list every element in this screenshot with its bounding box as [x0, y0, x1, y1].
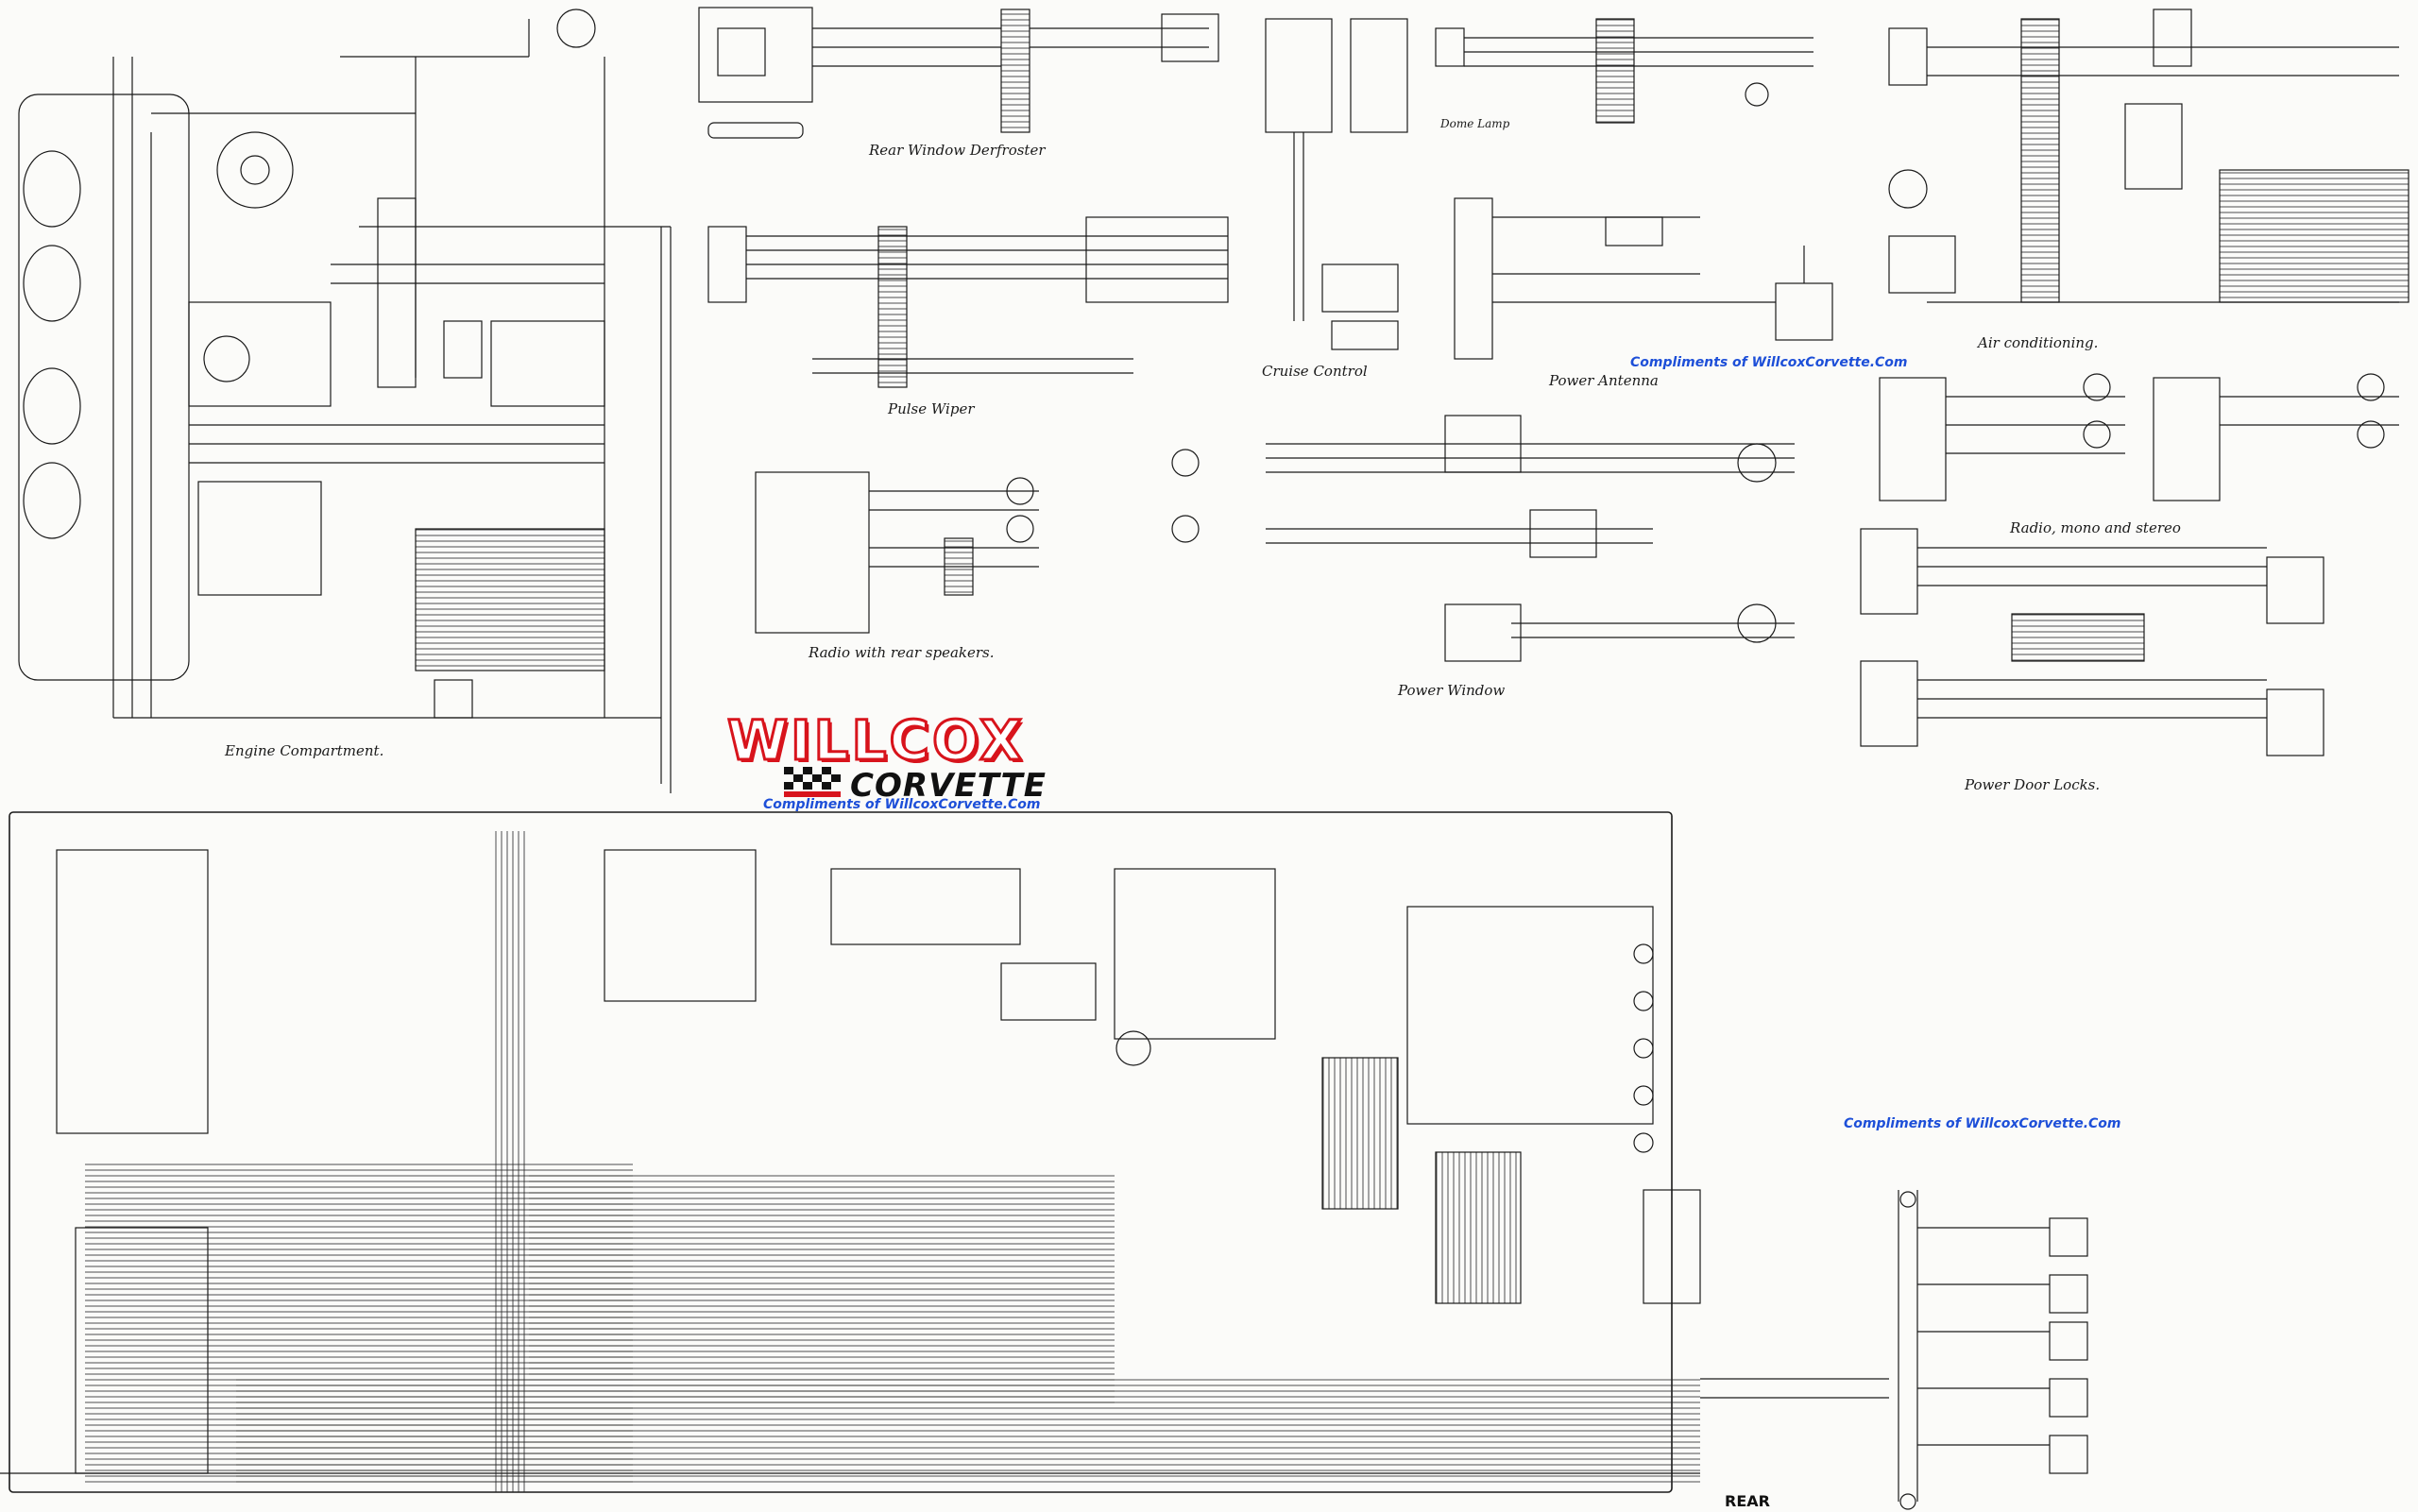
caption-power-window: Power Window [1398, 682, 1506, 699]
caption-rear-window-defroster: Rear Window Derfroster [869, 142, 1046, 159]
caption-cruise-control: Cruise Control [1262, 363, 1368, 380]
caption-pulse-wiper: Pulse Wiper [888, 400, 975, 417]
power-window-section [1266, 415, 1795, 662]
credit-compliments-1: Compliments of WillcoxCorvette.Com [1630, 355, 1908, 370]
credit-compliments-3: Compliments of WillcoxCorvette.Com [1844, 1116, 2121, 1131]
caption-radio-rear-speakers: Radio with rear speakers. [809, 644, 995, 661]
willcox-corvette-logo: WILLCOX CORVETTE [726, 707, 1086, 812]
rear-defroster-section [698, 7, 1219, 139]
logo-subtitle: CORVETTE [850, 767, 1047, 805]
caption-dome-lamp: Dome Lamp [1440, 117, 1510, 130]
radio-rear-section [755, 449, 1200, 634]
caption-air-conditioning: Air conditioning. [1978, 334, 2099, 351]
power-door-locks-section [1860, 528, 2324, 756]
radio-stereo-section [1879, 373, 2399, 501]
main-body-harness [0, 811, 1889, 1493]
logo-wordmark: WILLCOX [726, 707, 1025, 774]
dome-antenna-section [1435, 18, 1833, 360]
engine-compartment-section [18, 8, 672, 793]
checkered-flag-icon [784, 767, 841, 797]
caption-radio-mono-stereo: Radio, mono and stereo [2010, 519, 2181, 536]
credit-compliments-2: Compliments of WillcoxCorvette.Com [763, 797, 1041, 812]
rear-lamp-section [1898, 1190, 2088, 1510]
pulse-wiper-section [707, 216, 1229, 388]
caption-engine-compartment: Engine Compartment. [225, 742, 384, 759]
cruise-control-section [1265, 18, 1408, 350]
rear-label: REAR [1725, 1492, 1770, 1510]
caption-power-door-locks: Power Door Locks. [1965, 776, 2101, 793]
caption-power-antenna: Power Antenna [1549, 372, 1659, 389]
air-conditioning-section [1888, 8, 2409, 303]
